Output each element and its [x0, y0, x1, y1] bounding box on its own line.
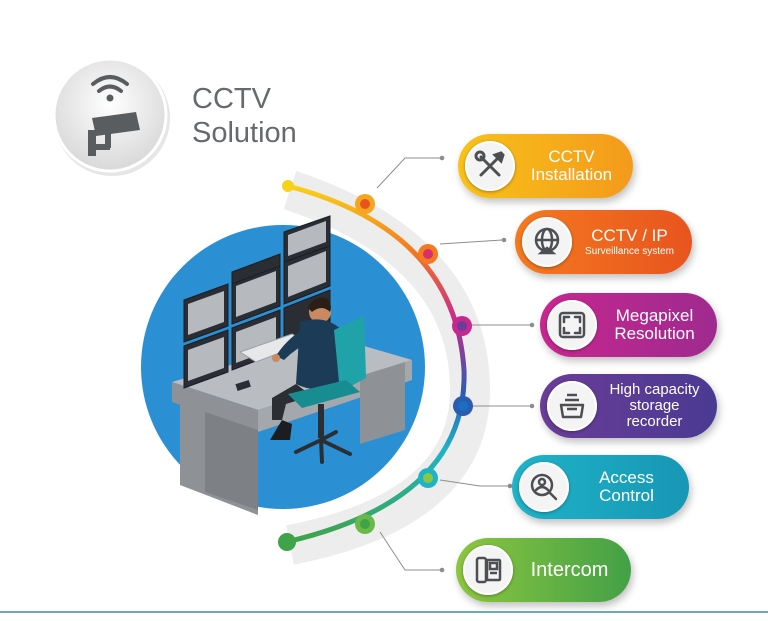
service-megapixel-resolution[interactable]: Megapixel Resolution	[540, 293, 717, 357]
service-label: CCTV / IP Surveillance system	[577, 210, 682, 274]
service-cctv-ip[interactable]: CCTV / IP Surveillance system	[515, 210, 692, 274]
user-search-icon	[519, 462, 569, 512]
timeline-arc	[283, 183, 467, 545]
service-title: Intercom	[530, 558, 609, 581]
title-line-2: Solution	[192, 117, 297, 149]
title-line-1: CCTV	[192, 83, 271, 115]
service-access-control[interactable]: Access Control	[512, 455, 689, 519]
intercom-phone-icon	[463, 545, 513, 595]
service-label: CCTV Installation	[520, 134, 623, 198]
service-subtitle: Surveillance system	[585, 245, 674, 257]
footer-divider	[0, 611, 768, 613]
service-high-capacity-storage[interactable]: High capacity storage recorder	[540, 374, 717, 438]
wifi-icon	[91, 75, 129, 102]
service-intercom[interactable]: Intercom	[456, 538, 631, 602]
page-title: CCTV Solution	[192, 82, 297, 150]
expand-icon	[547, 300, 597, 350]
logo-badge	[52, 57, 170, 176]
service-label: High capacity storage recorder	[602, 374, 707, 438]
operator-scene	[141, 215, 425, 515]
service-subtitle: storage recorder	[626, 397, 683, 430]
service-title: Access	[599, 468, 654, 488]
service-label: Megapixel Resolution	[602, 293, 707, 357]
service-title: CCTV / IP	[591, 225, 668, 245]
globe-camera-icon	[522, 217, 572, 267]
connector-lines	[376, 155, 535, 573]
service-label: Access Control	[574, 455, 679, 519]
storage-tray-icon	[547, 381, 597, 431]
service-subtitle: Resolution	[614, 324, 695, 343]
service-subtitle: Installation	[530, 165, 613, 184]
service-label: Intercom	[518, 538, 621, 602]
service-subtitle: Control	[599, 486, 654, 505]
arc-nodes	[278, 180, 473, 551]
service-title: CCTV	[548, 147, 595, 167]
service-title: High capacity	[609, 381, 700, 399]
tools-icon	[465, 141, 515, 191]
security-camera-icon	[88, 112, 140, 156]
service-title: Megapixel	[615, 306, 694, 326]
service-cctv-installation[interactable]: CCTV Installation	[458, 134, 633, 198]
